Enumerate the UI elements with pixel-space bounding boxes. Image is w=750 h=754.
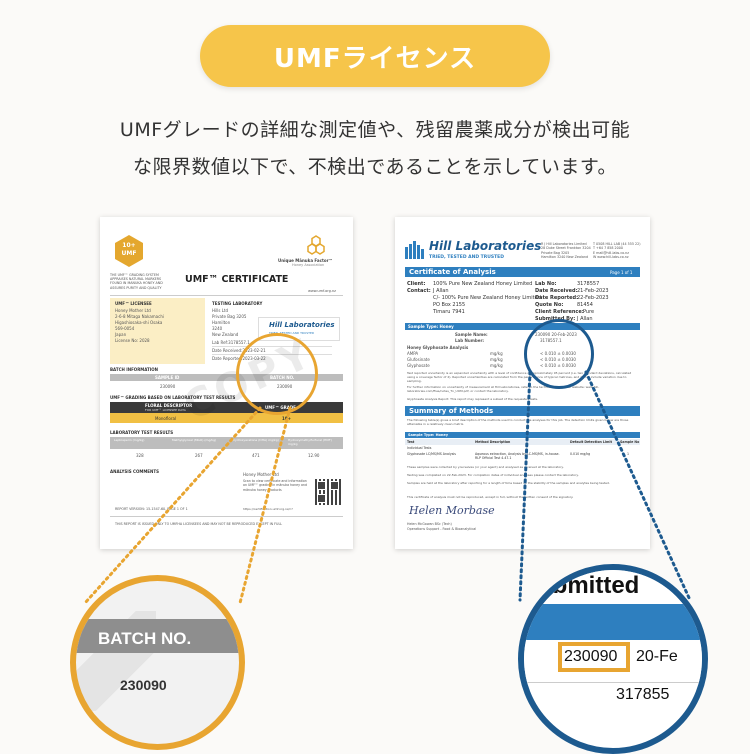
zoom-lab-number: 317855 — [616, 686, 670, 703]
association-logo — [305, 235, 327, 257]
results-heading: LABORATORY TEST RESULTS — [110, 430, 174, 435]
association-name: Unique Mānuka Factor™ — [278, 258, 333, 263]
highlight-ring-sample — [524, 319, 594, 389]
licensee-line: Honey Mother Ltd — [115, 308, 151, 313]
hill-brand: Hill Laboratories — [429, 239, 542, 253]
hill-logo-mark — [405, 241, 427, 259]
zoom-circle-sample: ubmitted 230090 20-Fe 317855 — [518, 564, 708, 754]
comments-heading: ANALYSIS COMMENTS — [110, 469, 159, 474]
association-sub: Honey Association — [292, 263, 325, 267]
hill-tagline: TRIED, TESTED AND TRUSTED — [429, 255, 504, 260]
certificate-title: UMF™ CERTIFICATE — [185, 274, 289, 285]
licensee-line: Japan — [115, 332, 127, 337]
page-title: UMFライセンス — [273, 43, 477, 74]
intro-line-2: な限界数値以下で、不検出であることを示しています。 — [132, 156, 618, 178]
batch-heading: BATCH INFORMATION — [110, 367, 159, 372]
zoom-circle-batch: BATCH NO. 230090 — [70, 575, 245, 750]
licensee-line: 2-6-8 Mitaga Nakamachi — [115, 314, 164, 319]
zoom-sample-suffix: 20-Fe — [636, 648, 678, 665]
zoom-sample-value: 230090 — [564, 648, 618, 665]
title-badge: UMFライセンス — [200, 25, 550, 87]
zoom-batch-label: BATCH NO. — [98, 629, 192, 648]
zoom-sample-highlight — [558, 642, 630, 672]
licensee-box: UMF™ LICENSEE Honey Mother Ltd 2-6-8 Mit… — [110, 298, 205, 364]
zoom-batch-value: 230090 — [120, 677, 167, 693]
website: www.umf.org.nz — [308, 289, 337, 293]
umf-blurb: THE UMF™ GRADING SYSTEM APPRAISES NATURA… — [110, 273, 163, 290]
signature: Helen Morbase — [409, 504, 495, 517]
intro-line-1: UMFグレードの詳細な測定値や、残留農薬成分が検出可能 — [119, 119, 631, 141]
licensee-line: 569-0054 — [115, 326, 135, 331]
licensee-line: License No: 2028 — [115, 338, 150, 343]
umf-certificate: 10+ UMF THE UMF™ GRADING SYSTEM APPRAISE… — [100, 217, 353, 549]
divider — [110, 295, 343, 296]
qr-code — [315, 479, 341, 505]
highlight-ring-batch — [236, 333, 318, 415]
grading-heading: UMF™ GRADING BASED ON LABORATORY TEST RE… — [110, 395, 236, 400]
zoom-submitted-text: ubmitted — [538, 572, 640, 599]
coa-bar: Certificate of Analysis Page 1 of 1 — [405, 267, 640, 277]
licensee-line: Higashiosaka-shi Osaka — [115, 320, 163, 325]
intro-text: UMFグレードの詳細な測定値や、残留農薬成分が検出可能 な限界数値以下で、不検出… — [60, 112, 690, 186]
